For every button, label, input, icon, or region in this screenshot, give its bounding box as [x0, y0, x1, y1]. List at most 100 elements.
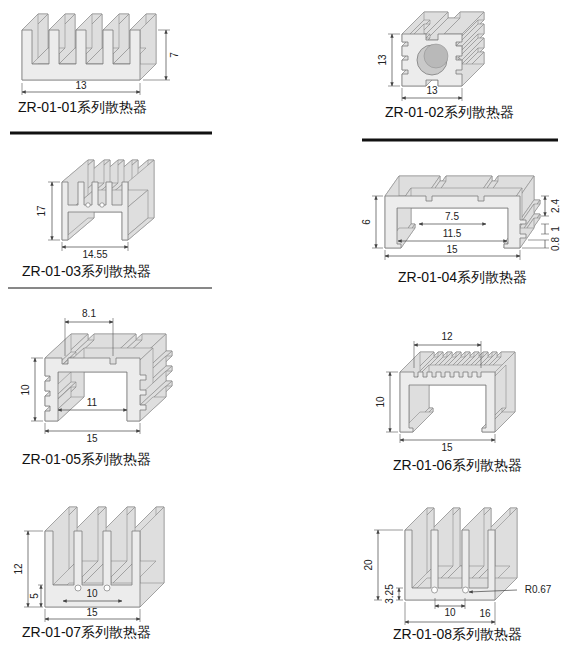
- drawing-stroke: [385, 256, 520, 257]
- drawing-stroke: [435, 598, 436, 609]
- separator-rule: [10, 132, 212, 135]
- dimension-label: 11.5: [443, 229, 462, 239]
- heatsink-05: [45, 334, 172, 421]
- dimension-lines: [388, 34, 462, 101]
- drawing-stroke: [392, 34, 393, 86]
- drawing-stroke: [520, 250, 521, 260]
- drawing-stroke: [86, 48, 119, 64]
- dimension-label: 12: [441, 332, 452, 342]
- drawing-stroke: [28, 531, 29, 607]
- drawing-stroke: [432, 587, 438, 593]
- model-caption: ZR-01-02系列散热器: [385, 105, 514, 119]
- drawing-stroke: [545, 196, 546, 216]
- drawing-stroke: [22, 92, 140, 93]
- drawing-stroke: [495, 602, 496, 625]
- drawing-stroke: [390, 372, 391, 432]
- drawing-stroke: [140, 609, 141, 622]
- drawing-stroke: [385, 250, 386, 260]
- drawing-stroke: [65, 322, 113, 323]
- drawing-stroke: [414, 345, 481, 346]
- drawing-stroke: [463, 587, 469, 593]
- drawing-stroke: [402, 34, 462, 86]
- heatsink-04: [385, 176, 540, 248]
- drawing-stroke: [405, 622, 495, 623]
- model-caption: ZR-01-04系列散热器: [398, 270, 527, 284]
- dimension-label: 6: [362, 219, 372, 225]
- drawing-stroke: [48, 240, 60, 241]
- drawing-stroke: [45, 431, 140, 432]
- drawing-stroke: [399, 588, 400, 600]
- drawing-stroke: [45, 619, 140, 620]
- dimension-label: 10: [444, 608, 455, 618]
- heatsink-07: [45, 507, 164, 607]
- drawing-stroke: [396, 600, 403, 601]
- drawing-stroke: [435, 606, 465, 607]
- heatsink-01: [22, 14, 156, 80]
- drawing-stroke: [140, 83, 141, 95]
- drawing-stroke: [104, 585, 110, 591]
- drawing-stroke: [62, 182, 128, 240]
- drawing-stroke: [22, 30, 140, 80]
- drawing-stroke: [100, 203, 104, 207]
- dimension-lines: [22, 30, 170, 95]
- drawing-stroke: [545, 224, 546, 234]
- dimension-label: 7.5: [445, 212, 459, 222]
- drawing-stroke: [400, 372, 495, 432]
- drawing-stroke: [58, 410, 127, 411]
- drawing-stroke: [528, 240, 549, 241]
- drawing-stroke: [63, 601, 122, 602]
- drawing-stroke: [405, 602, 406, 625]
- drawing-stroke: [388, 86, 400, 87]
- drawing-stroke: [424, 44, 448, 68]
- drawing-stroke: [465, 598, 466, 609]
- model-caption: ZR-01-07系列散热器: [22, 625, 151, 639]
- drawing-stroke: [400, 440, 495, 441]
- drawing-stroke: [386, 372, 398, 373]
- drawing-stroke: [376, 196, 377, 248]
- drawing-stroke: [62, 247, 128, 248]
- model-caption: ZR-01-08系列散热器: [393, 627, 522, 641]
- dimension-label: 2.4: [551, 199, 561, 213]
- dimension-lines: [31, 318, 140, 434]
- dimension-label: 10: [376, 396, 386, 407]
- drawing-stroke: [22, 83, 23, 95]
- dimension-lines: [386, 341, 495, 443]
- model-caption: ZR-01-03系列散热器: [22, 264, 151, 278]
- dimension-label: 16: [479, 609, 490, 619]
- drawing-stroke: [402, 98, 462, 99]
- dimension-label: 10: [21, 384, 31, 395]
- drawing-stroke: [396, 588, 403, 589]
- drawing-stroke: [31, 421, 43, 422]
- dimension-label: 3.25: [385, 584, 395, 603]
- drawing-stroke: [52, 182, 53, 240]
- drawing-stroke: [388, 34, 400, 35]
- drawing-stroke: [62, 242, 63, 251]
- separator-rule: [8, 288, 212, 289]
- dimension-label: 13: [378, 54, 388, 65]
- drawing-stroke: [378, 530, 379, 600]
- drawing-stroke: [38, 585, 43, 586]
- drawing-stroke: [166, 30, 167, 80]
- heatsink-08: [405, 508, 517, 600]
- dimension-label: 13: [75, 81, 86, 91]
- drawing-stroke: [35, 358, 36, 421]
- drawing-stroke: [372, 196, 383, 197]
- drawing-stroke: [400, 434, 401, 443]
- separator-rule: [362, 139, 558, 142]
- dimension-label: 13: [426, 86, 437, 96]
- drawing-stroke: [462, 88, 463, 101]
- drawing-stroke: [45, 423, 46, 434]
- drawing-stroke: [65, 318, 66, 356]
- drawing-stroke: [545, 240, 546, 248]
- drawing-stroke: [113, 318, 114, 356]
- drawing-stroke: [372, 248, 383, 249]
- dimension-label: 15: [86, 434, 97, 444]
- drawing-stroke: [24, 531, 43, 532]
- drawing-stroke: [75, 585, 81, 591]
- dimension-label: 20: [364, 559, 374, 570]
- model-caption: ZR-01-05系列散热器: [22, 452, 151, 466]
- drawing-stroke: [140, 423, 141, 434]
- dimension-label: 0.8: [551, 237, 561, 251]
- dimension-label: 14.55: [82, 250, 107, 260]
